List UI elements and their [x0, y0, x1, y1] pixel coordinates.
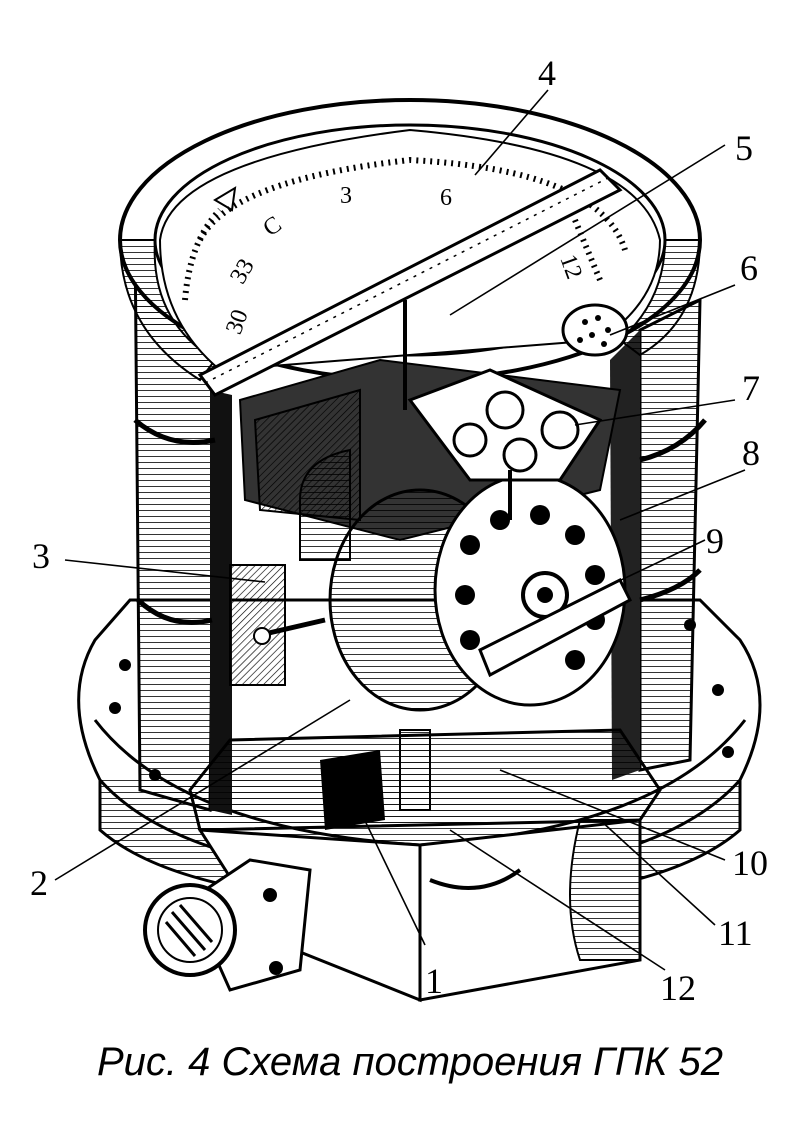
callout-label-7: 7 [742, 368, 760, 408]
callout-label-5: 5 [735, 128, 753, 168]
dial-mark-3: 3 [340, 183, 352, 209]
flange-bolt-hole [722, 746, 734, 758]
flange-bolt-hole [712, 684, 724, 696]
figure-caption: Рис. 4 Схема построения ГПК 52 [96, 1040, 724, 1084]
spring-coil [399, 729, 431, 811]
gyro-mechanism [229, 300, 632, 712]
flange-bolt-hole [109, 702, 121, 714]
callout-label-6: 6 [740, 248, 758, 288]
callout-label-2: 2 [30, 863, 48, 903]
callout-label-1: 1 [425, 961, 443, 1001]
heading-index-triangle-icon [213, 186, 237, 212]
callout-label-11: 11 [718, 913, 753, 953]
dial-cursor-bar [197, 168, 623, 397]
compass-dial: 30 33 С 3 6 12 [158, 128, 662, 372]
callout-leaders [54, 89, 746, 971]
callout-label-12: 12 [660, 968, 696, 1008]
callout-label-9: 9 [706, 521, 724, 561]
callout-label-4: 4 [538, 53, 556, 93]
flange-bolt-hole [119, 659, 131, 671]
callout-label-10: 10 [732, 843, 768, 883]
electrical-connector [143, 858, 312, 992]
callout-label-3: 3 [32, 536, 50, 576]
callout-label-8: 8 [742, 433, 760, 473]
cylindrical-housing [133, 229, 707, 815]
dial-mark-6: 6 [440, 185, 452, 211]
